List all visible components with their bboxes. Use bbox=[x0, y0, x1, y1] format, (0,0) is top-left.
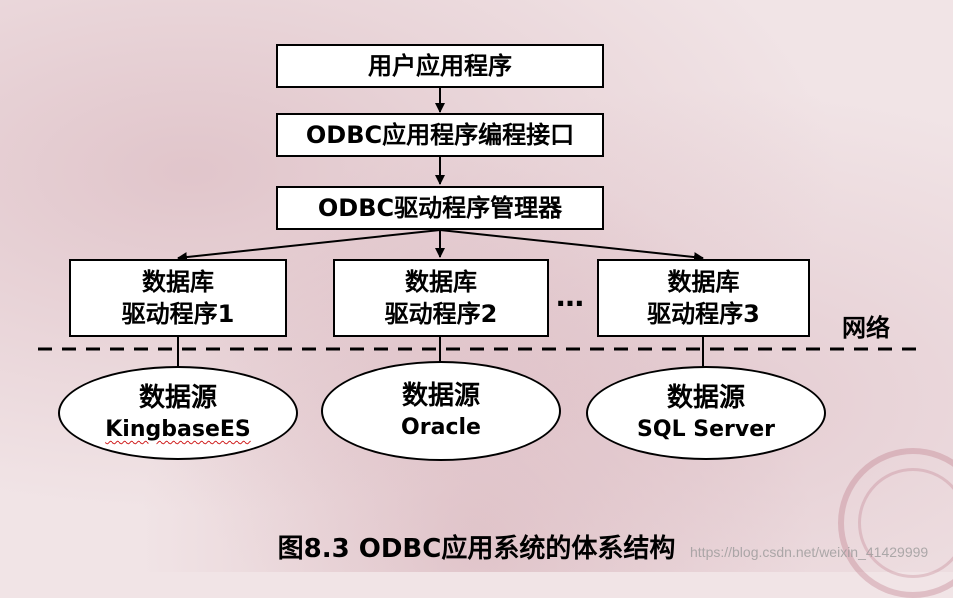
database-driver-1-box: 数据库 驱动程序1 bbox=[69, 259, 287, 337]
driver-1-line1: 数据库 bbox=[142, 268, 214, 296]
driver-3-line1: 数据库 bbox=[667, 268, 740, 296]
data-source-1-line1: 数据源 bbox=[138, 383, 217, 413]
data-source-3-line1: 数据源 bbox=[666, 383, 745, 413]
figure-caption: 图8.3 ODBC应用系统的体系结构 bbox=[277, 534, 676, 564]
more-drivers-ellipsis: … bbox=[556, 280, 586, 313]
odbc-api-box: ODBC应用程序编程接口 bbox=[276, 113, 604, 157]
connector-lines bbox=[38, 88, 920, 367]
driver-3-line2: 驱动程序3 bbox=[647, 300, 760, 328]
arrow-manager-to-driver1 bbox=[177, 229, 441, 263]
odbc-driver-manager-box: ODBC驱动程序管理器 bbox=[276, 186, 604, 230]
network-label: 网络 bbox=[842, 314, 890, 342]
database-driver-2-box: 数据库 驱动程序2 bbox=[333, 259, 549, 337]
arrow-manager-to-driver3 bbox=[439, 229, 704, 263]
user-application-box: 用户应用程序 bbox=[276, 44, 604, 88]
odbc-driver-manager-label: ODBC驱动程序管理器 bbox=[317, 194, 563, 222]
driver-2-line1: 数据库 bbox=[405, 268, 477, 296]
data-source-kingbasees: 数据源 KingbaseES bbox=[58, 366, 298, 460]
data-source-oracle: 数据源 Oracle bbox=[321, 361, 561, 461]
driver-2-line2: 驱动程序2 bbox=[384, 300, 498, 328]
data-source-1-line2: KingbaseES bbox=[105, 417, 251, 442]
data-source-sql-server: 数据源 SQL Server bbox=[586, 366, 826, 460]
user-application-label: 用户应用程序 bbox=[368, 52, 512, 80]
csdn-watermark: https://blog.csdn.net/weixin_41429999 bbox=[690, 544, 929, 560]
odbc-api-label: ODBC应用程序编程接口 bbox=[305, 121, 575, 149]
data-source-2-line1: 数据源 bbox=[401, 381, 480, 411]
driver-1-line2: 驱动程序1 bbox=[121, 300, 235, 328]
data-source-2-line2: Oracle bbox=[401, 415, 481, 440]
data-source-3-line2: SQL Server bbox=[637, 417, 775, 442]
database-driver-3-box: 数据库 驱动程序3 bbox=[597, 259, 810, 337]
